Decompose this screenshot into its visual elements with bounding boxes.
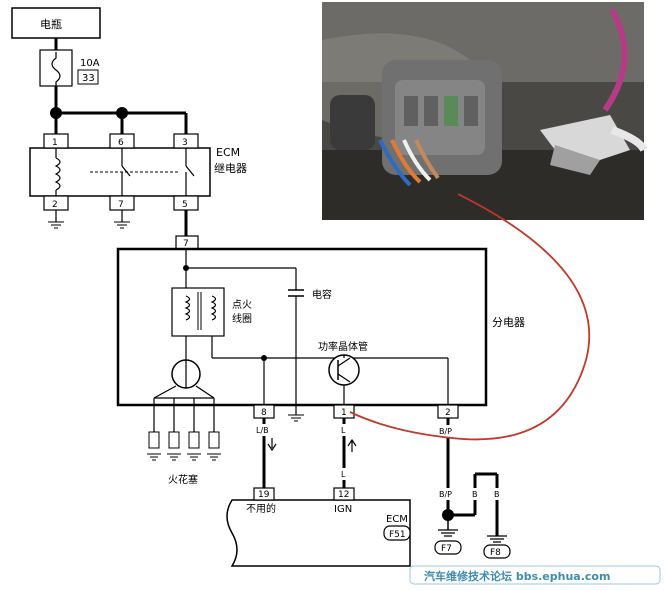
coil-secondary-icon bbox=[210, 295, 217, 321]
relay-pin-2: 2 bbox=[52, 200, 58, 210]
relay-pin-6: 6 bbox=[118, 138, 124, 148]
relay-pin-5: 5 bbox=[182, 200, 188, 210]
relay-pin-7: 7 bbox=[118, 200, 124, 210]
distributor-box bbox=[116, 247, 488, 407]
ground-f7: F7 bbox=[441, 544, 452, 554]
ground-icon bbox=[114, 221, 130, 229]
ground-icon bbox=[438, 529, 458, 537]
distributor-label: 分电器 bbox=[492, 316, 525, 329]
power-transistor-label: 功率晶体管 bbox=[318, 340, 368, 353]
wire-label-l-top: L bbox=[341, 426, 346, 435]
dist-pin-1: 1 bbox=[341, 408, 347, 418]
watermark-banner bbox=[409, 565, 661, 585]
arrow-down-icon bbox=[267, 438, 277, 452]
fuse-amp: 10A bbox=[80, 58, 100, 69]
ecm-relay-label-cn: 继电器 bbox=[214, 162, 247, 175]
dist-pin-2: 2 bbox=[445, 408, 451, 418]
fuse-number: 33 bbox=[82, 73, 95, 84]
ecm-pin-12: 12 bbox=[338, 490, 349, 500]
spark-plug-icon bbox=[188, 431, 200, 449]
spark-plug-icon bbox=[148, 431, 160, 449]
battery-label: 电瓶 bbox=[40, 17, 62, 31]
ground-f8: F8 bbox=[490, 548, 501, 558]
ground-icon bbox=[48, 221, 64, 229]
ignition-coil-label-2: 线圈 bbox=[232, 312, 252, 325]
wire-label-bp-bottom: B/P bbox=[439, 490, 452, 499]
fuse-icon bbox=[51, 52, 61, 86]
wire-label-bp-top: B/P bbox=[439, 427, 452, 436]
ecm-unused-label: 不用的 bbox=[246, 502, 276, 515]
relay-pin-3: 3 bbox=[182, 138, 188, 148]
ecm-box bbox=[226, 499, 411, 567]
ecm-connector-f51: F51 bbox=[389, 530, 406, 540]
ecm-relay: 1 6 3 2 7 5 bbox=[29, 133, 211, 211]
ecm-ign-label: IGN bbox=[334, 504, 352, 515]
power-transistor-icon bbox=[328, 354, 360, 386]
spark-plug-icon bbox=[208, 431, 220, 449]
ground-icon bbox=[487, 535, 507, 543]
coil-primary-icon bbox=[184, 295, 191, 321]
spark-plugs bbox=[147, 398, 221, 461]
relay-switch-icon bbox=[121, 165, 131, 177]
wire-label-b2: B bbox=[494, 490, 500, 499]
spark-plug-label: 火花塞 bbox=[168, 473, 198, 486]
connector-photo bbox=[322, 2, 648, 220]
watermark: 汽车维修技术论坛 bbs.ephua.com bbox=[424, 569, 610, 583]
dist-pin-7: 7 bbox=[183, 239, 189, 249]
relay-coil-icon bbox=[54, 157, 61, 191]
wire-label-lb: L/B bbox=[256, 426, 269, 435]
ecm-relay-label-en: ECM bbox=[216, 146, 240, 159]
ignition-coil-label-1: 点火 bbox=[232, 299, 252, 311]
spark-plug-icon bbox=[168, 431, 180, 449]
relay-switch-icon bbox=[185, 165, 195, 177]
ground-icon bbox=[288, 414, 304, 422]
wire-label-b1: B bbox=[472, 490, 478, 499]
ecm-pin-19: 19 bbox=[258, 490, 270, 500]
dist-pin-8: 8 bbox=[261, 408, 267, 418]
wire-label-l-bottom: L bbox=[341, 470, 346, 479]
relay-pin-1: 1 bbox=[52, 138, 58, 148]
annotation-curve bbox=[349, 193, 591, 441]
ecm-label: ECM bbox=[386, 514, 408, 525]
arrow-up-icon bbox=[347, 438, 357, 452]
capacitor-label: 电容 bbox=[312, 288, 332, 301]
